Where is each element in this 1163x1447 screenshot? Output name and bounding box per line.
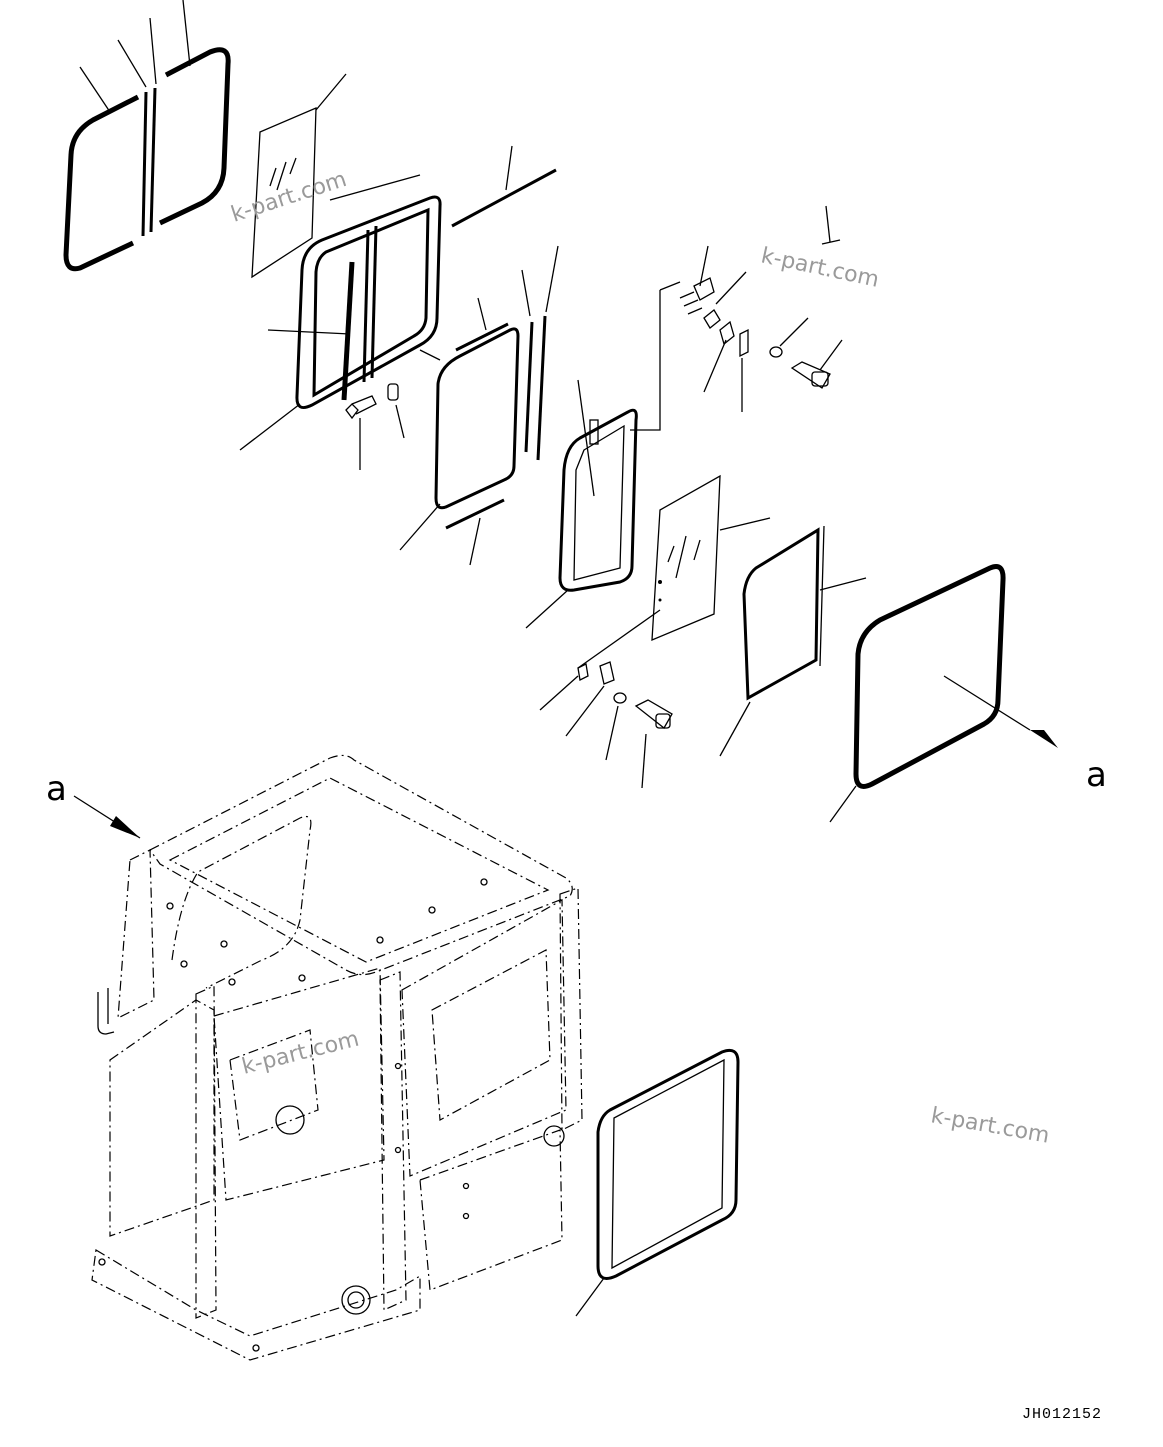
sliding-window-leaders: [239, 174, 441, 451]
leader-lines-top-left: [79, 0, 191, 113]
reference-label-left: a: [46, 769, 67, 809]
drawing-code: JH012152: [1022, 1406, 1102, 1423]
front-window-seal: [829, 564, 1058, 823]
door-inner-seal: [719, 525, 867, 757]
reference-arrow-left: [73, 795, 141, 839]
rear-window-divider-strips: [141, 87, 157, 237]
cab-frame-assembly: [91, 754, 583, 1361]
screw-part: [345, 395, 377, 470]
latch-hardware-cluster: [539, 609, 673, 789]
watermark-3: k-part.com: [239, 1027, 361, 1080]
upper-seal-strip: [451, 145, 557, 228]
rear-window-seal-right: [158, 47, 231, 226]
watermark-2: k-part.com: [759, 243, 881, 292]
watermark-4: k-part.com: [929, 1103, 1051, 1148]
glass-pane-upper: [251, 73, 347, 279]
hinge-hardware-cluster: [630, 205, 843, 431]
reference-label-right: a: [1086, 755, 1107, 795]
vertical-seal-strips: [521, 245, 559, 461]
rear-window-seal-left: [63, 94, 140, 272]
door-glass-pane: [651, 474, 771, 642]
clip-part: [387, 383, 405, 439]
door-glass-frame: [525, 379, 638, 629]
side-window-seal: [575, 1048, 740, 1317]
sliding-window-frame: [295, 195, 442, 409]
door-window-seal: [399, 297, 520, 566]
